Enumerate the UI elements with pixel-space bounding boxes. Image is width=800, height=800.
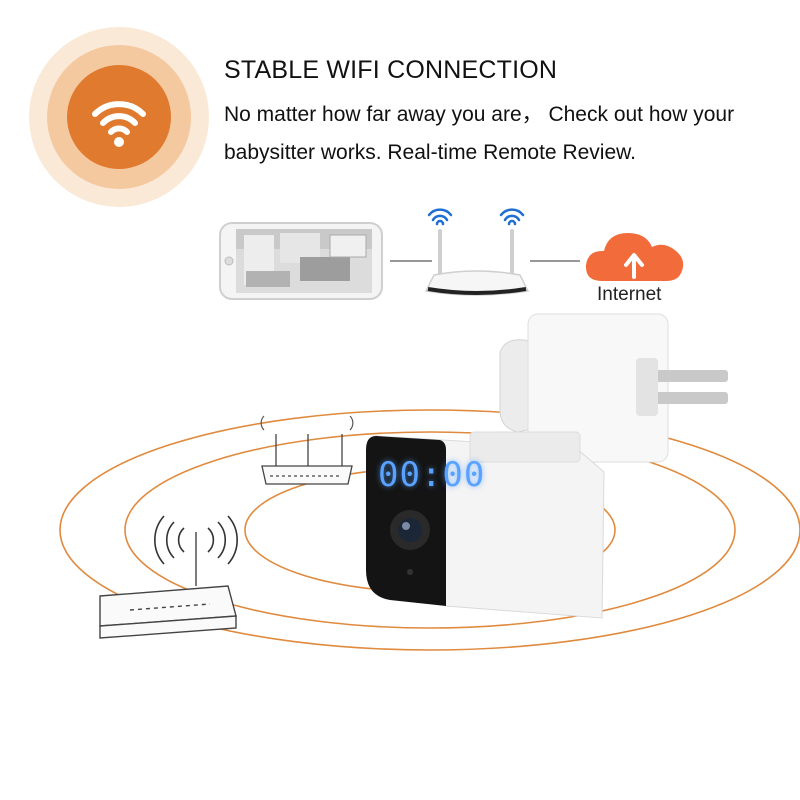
wifi-badge (29, 27, 209, 207)
camera-body (366, 431, 605, 619)
cloud-upload-icon (585, 233, 684, 281)
internet-label: Internet (597, 284, 662, 305)
description-line-1: No matter how far away you are， Check ou… (224, 103, 735, 126)
page-title: STABLE WIFI CONNECTION (224, 56, 558, 84)
router-sketch-small (261, 434, 353, 485)
router-sketch-large (99, 532, 237, 639)
description-line-2: babysitter works. Real-time Remote Revie… (224, 141, 636, 164)
network-diagram (219, 208, 684, 300)
power-adapter (499, 313, 728, 463)
router-illustration (424, 208, 530, 296)
wifi-icon (92, 101, 146, 135)
router-signal-icon-right (499, 208, 525, 226)
camera-clock-display: 00:00 (378, 455, 486, 495)
coverage-scene (59, 313, 800, 651)
router-sketch-large-signal-icon (154, 515, 238, 565)
phone-illustration (219, 222, 383, 300)
router-sketch-small-signal-icon (260, 415, 354, 431)
router-signal-icon-left (427, 208, 453, 226)
